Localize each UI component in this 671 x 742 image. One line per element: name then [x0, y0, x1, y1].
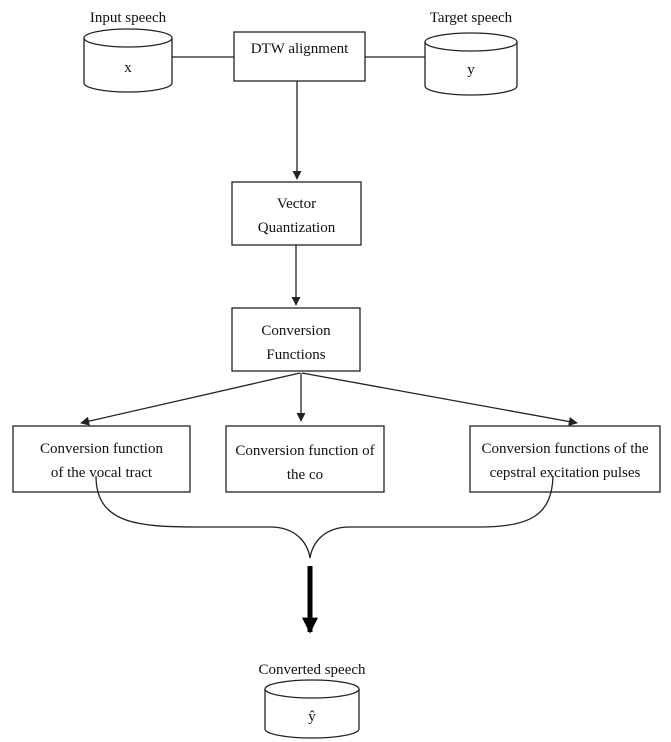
- target-speech-symbol: y: [467, 62, 475, 78]
- input-speech-caption: Input speech: [90, 10, 167, 26]
- vocal-tract-box: [12, 425, 191, 493]
- vector-quantization-line2: Quantization: [258, 220, 336, 236]
- vector-quantization-line1: Vector: [277, 196, 316, 212]
- conversion-functions-box: [231, 307, 361, 372]
- f0-conversion-line1: Conversion function of: [235, 443, 374, 459]
- conversion-to-vocal-arrow: [80, 372, 301, 426]
- cepstral-excitation-line1: Conversion functions of the: [481, 441, 648, 457]
- converted-speech-cylinder-top: [264, 679, 360, 699]
- conversion-functions-line1: Conversion: [261, 323, 331, 339]
- converted-speech-symbol: ŷ: [308, 709, 316, 725]
- f0-conversion-box: [225, 425, 385, 493]
- vocal-tract-line2: of the vocal tract: [51, 465, 153, 481]
- cepstral-excitation-line2: cepstral excitation pulses: [490, 465, 641, 481]
- converted-speech-caption: Converted speech: [258, 662, 366, 678]
- input-speech-cylinder-top: [83, 28, 173, 48]
- conversion-to-cepstral-arrow: [301, 372, 578, 427]
- target-speech-cylinder-top: [424, 32, 518, 52]
- vocal-tract-line1: Conversion function: [40, 441, 163, 457]
- input-speech-symbol: x: [124, 60, 132, 76]
- cepstral-excitation-box: [469, 425, 661, 493]
- target-speech-caption: Target speech: [430, 10, 513, 26]
- conversion-functions-line2: Functions: [266, 347, 325, 363]
- target-speech-cylinder: [424, 42, 518, 96]
- converted-speech-db: Converted speech ŷ: [258, 662, 366, 739]
- dtw-alignment-label: DTW alignment: [251, 41, 349, 57]
- merge-brace: [95, 475, 554, 559]
- target-speech-db: Target speech y: [424, 10, 518, 96]
- f0-conversion-line2: the co: [287, 467, 323, 483]
- input-speech-cylinder: [83, 38, 173, 93]
- input-speech-db: Input speech x: [83, 10, 173, 93]
- vector-quantization-box: [231, 181, 362, 246]
- converted-speech-cylinder: [264, 689, 360, 739]
- dtw-alignment-box: [233, 31, 366, 82]
